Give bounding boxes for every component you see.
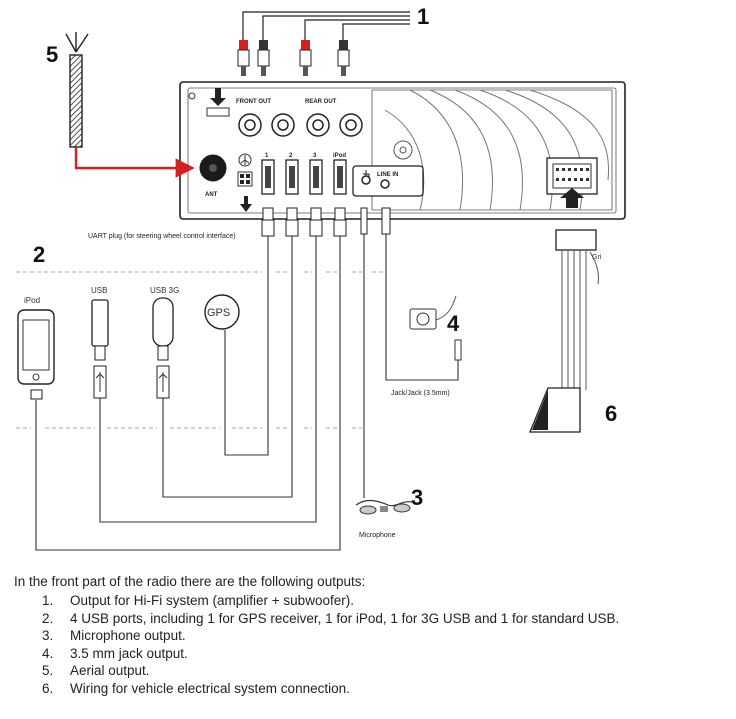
line-in-panel bbox=[352, 165, 424, 197]
list-item: 6. Wiring for vehicle electrical system c… bbox=[42, 680, 724, 698]
jack-label: Jack/Jack (3.5mm) bbox=[391, 390, 450, 397]
list-item: 3. Microphone output. bbox=[42, 627, 724, 645]
outputs-list: 1. Output for Hi-Fi system (amplifier + s… bbox=[14, 592, 724, 698]
callout-4: 4 bbox=[447, 311, 460, 336]
microphone-label: Microphone bbox=[359, 532, 396, 539]
list-item-number: 4. bbox=[42, 645, 54, 661]
list-item-number: 1. bbox=[42, 593, 54, 608]
list-item-number: 3. bbox=[42, 628, 54, 644]
port2-label: 2 bbox=[289, 153, 293, 159]
port1-label: 1 bbox=[265, 153, 269, 159]
camera-device bbox=[409, 295, 462, 361]
radio-unit: FRONT OUT REAR OUT ANT 1 2 3 iPod bbox=[179, 81, 626, 220]
callout-6: 6 bbox=[605, 401, 617, 426]
list-item-text: Output for Hi-Fi system (amplifier + sub… bbox=[70, 593, 354, 608]
wiring-diagram: FRONT OUT REAR OUT ANT 1 2 3 iPod bbox=[16, 4, 626, 551]
rca-jacks bbox=[238, 113, 363, 137]
port3-label: 3 bbox=[313, 153, 317, 159]
line-in-label: LINE IN bbox=[377, 172, 398, 178]
list-item-text: Aerial output. bbox=[70, 663, 150, 679]
list-item-number: 5. bbox=[42, 663, 54, 679]
rca-cables bbox=[237, 11, 410, 76]
callout-1: 1 bbox=[417, 4, 429, 29]
list-item: 4. 3.5 mm jack output. bbox=[42, 645, 724, 663]
description-intro: In the front part of the radio there are… bbox=[14, 574, 366, 589]
usb-ports bbox=[261, 159, 347, 195]
antenna bbox=[65, 32, 195, 178]
gps-label: GPS bbox=[207, 307, 230, 319]
usb-symbol-icon bbox=[237, 153, 253, 212]
ant-label: ANT bbox=[205, 192, 218, 198]
list-item-text: Wiring for vehicle electrical system con… bbox=[70, 680, 350, 696]
usb-3g-stick bbox=[152, 297, 174, 399]
ipod-label: iPod bbox=[24, 296, 40, 305]
list-item-number: 2. bbox=[42, 610, 54, 626]
usb-stick bbox=[91, 299, 109, 399]
uart-label: UART plug (for steering wheel control in… bbox=[88, 233, 236, 240]
usb-devices-box bbox=[16, 271, 383, 429]
list-item: 5. Aerial output. bbox=[42, 662, 724, 680]
list-item-text: 4 USB ports, including 1 for GPS receive… bbox=[70, 610, 620, 626]
callout-5: 5 bbox=[46, 42, 58, 67]
usb3g-label: USB 3G bbox=[150, 286, 179, 295]
usb-label: USB bbox=[91, 286, 107, 295]
ipod-device bbox=[17, 309, 55, 400]
wiring-harness bbox=[529, 188, 599, 433]
gri-label: Gri bbox=[592, 254, 602, 261]
list-item: 2. 4 USB ports, including 1 for GPS recei… bbox=[42, 610, 724, 628]
callout-2: 2 bbox=[33, 242, 45, 267]
rear-out-label: REAR OUT bbox=[305, 99, 337, 105]
outputs-description: In the front part of the radio there are… bbox=[14, 573, 724, 698]
list-item-text: 3.5 mm jack output. bbox=[70, 645, 188, 661]
microphone-device bbox=[355, 499, 413, 515]
list-item-number: 6. bbox=[42, 680, 54, 696]
ant-socket bbox=[199, 154, 227, 182]
cables bbox=[35, 234, 459, 551]
port4-label: iPod bbox=[333, 153, 346, 159]
front-out-label: FRONT OUT bbox=[236, 99, 271, 105]
list-item-text: Microphone output. bbox=[70, 628, 186, 644]
gps-receiver bbox=[204, 294, 240, 330]
list-item: 1. Output for Hi-Fi system (amplifier + s… bbox=[42, 592, 724, 610]
callout-3: 3 bbox=[411, 485, 423, 510]
